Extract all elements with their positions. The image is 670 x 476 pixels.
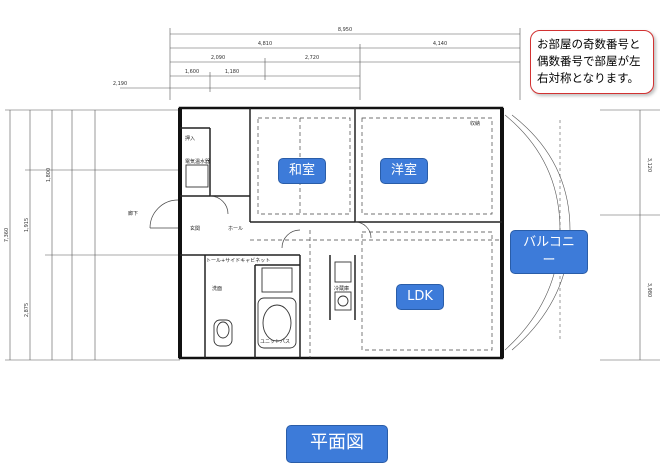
room-label-youshitsu: 洋室 <box>380 158 428 184</box>
entrance-text: 玄関 <box>190 225 200 232</box>
note-line-2: 偶数番号で部屋が左 <box>537 54 641 68</box>
note-line-3: 右対称となります。 <box>537 71 640 85</box>
dim-top-sub2: 2,720 <box>305 55 319 61</box>
toilet-cabinet-text: トール+サイドキャビネット <box>206 257 270 264</box>
dim-top-sub3: 1,600 <box>185 69 199 75</box>
unit-bath-text: ユニットバス <box>260 339 290 345</box>
corridor-text: 廊下 <box>128 210 138 217</box>
note-line-1: お部屋の奇数番号と <box>537 37 641 51</box>
fridge-text: 冷蔵庫 <box>334 285 349 292</box>
dim-left-c: 1,915 <box>24 218 30 232</box>
washroom-text: 洗面 <box>212 285 222 292</box>
dim-left-total: 7,360 <box>4 228 10 242</box>
symmetry-note: お部屋の奇数番号と 偶数番号で部屋が左 右対称となります。 <box>530 30 654 94</box>
hall-text: ホール <box>228 226 243 232</box>
storage-text: 収納 <box>470 120 480 127</box>
room-label-balcony: バルコニー <box>510 230 588 274</box>
dim-left-a: 2,190 <box>113 81 127 87</box>
floor-plan-title: 平面図 <box>286 425 388 463</box>
closet-text: 押入 <box>185 135 195 142</box>
dim-left-d: 2,875 <box>24 303 30 317</box>
dim-right-b: 3,980 <box>646 283 652 297</box>
dim-top-left: 4,810 <box>258 41 272 47</box>
room-label-ldk: LDK <box>396 284 444 310</box>
room-label-washitsu: 和室 <box>278 158 326 184</box>
dim-top-right: 4,140 <box>433 41 447 47</box>
dim-top-sub4: 1,180 <box>225 69 239 75</box>
water-heater-text: 電気温水器 <box>185 158 210 165</box>
dim-right-a: 3,120 <box>646 158 652 172</box>
dim-top-total: 8,950 <box>338 27 352 33</box>
dim-left-b: 1,800 <box>46 168 52 182</box>
dim-top-sub1: 2,090 <box>211 55 225 61</box>
